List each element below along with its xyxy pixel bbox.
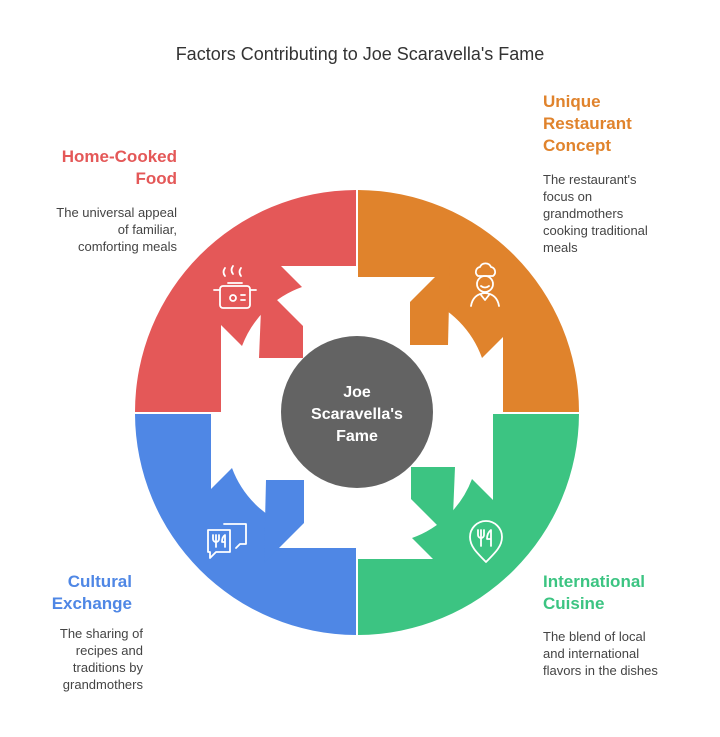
chef-icon <box>470 262 500 307</box>
chat-cutlery-icon <box>207 523 247 559</box>
description-home-cooked-food: The universal appeal of familiar, comfor… <box>20 204 177 255</box>
arrow-bottom-left <box>264 480 304 563</box>
description-line: meals <box>543 240 578 255</box>
arrow-top-right <box>410 262 450 345</box>
description-line: The sharing of <box>59 626 143 641</box>
quadrant-top-left <box>134 190 356 412</box>
quadrant-bottom-right <box>358 414 579 635</box>
heading-line: Restaurant <box>543 114 632 133</box>
heading-unique-restaurant-concept: Unique Restaurant Concept <box>543 91 703 157</box>
description-line: of familiar, <box>117 222 177 237</box>
heading-cultural-exchange: Cultural Exchange <box>20 571 132 615</box>
heading-line: Home-Cooked <box>61 147 177 166</box>
center-label-line-2: Scaravella's <box>311 406 403 423</box>
arrow-bottom-right <box>411 467 455 540</box>
center-label-line-1: Joe <box>343 384 371 401</box>
heading-line: Cuisine <box>543 594 605 613</box>
description-cultural-exchange: The sharing of recipes and traditions by… <box>20 625 143 693</box>
description-international-cuisine: The blend of local and international fla… <box>543 628 708 679</box>
arrow-top-left <box>259 285 303 358</box>
location-cutlery-icon <box>469 520 503 563</box>
heading-line: International <box>543 572 646 591</box>
diagram-title: Factors Contributing to Joe Scaravella's… <box>175 44 545 64</box>
description-line: flavors in the dishes <box>543 663 658 678</box>
description-line: The blend of local <box>543 629 646 644</box>
description-line: and international <box>543 646 640 661</box>
heading-international-cuisine: International Cuisine <box>543 571 708 615</box>
description-line: cooking traditional <box>543 223 648 238</box>
heading-line: Unique <box>543 92 601 111</box>
cooking-pot-icon <box>213 265 257 309</box>
description-line: recipes and <box>75 643 143 658</box>
heading-home-cooked-food: Home-Cooked Food <box>20 146 177 190</box>
quadrant-top-right <box>358 190 579 412</box>
description-unique-restaurant-concept: The restaurant's focus on grandmothers c… <box>543 171 703 256</box>
heading-line: Cultural <box>67 572 132 591</box>
heading-line: Exchange <box>51 594 132 613</box>
description-line: The universal appeal <box>56 205 177 220</box>
heading-line: Food <box>135 169 177 188</box>
description-line: focus on <box>543 189 593 204</box>
description-line: traditions by <box>72 660 143 675</box>
center-label-line-3: Fame <box>336 428 378 445</box>
description-line: comforting meals <box>78 239 177 254</box>
center-circle <box>281 336 433 488</box>
description-line: grandmothers <box>543 206 624 221</box>
heading-line: Concept <box>543 136 611 155</box>
description-line: grandmothers <box>62 677 143 692</box>
description-line: The restaurant's <box>543 172 637 187</box>
